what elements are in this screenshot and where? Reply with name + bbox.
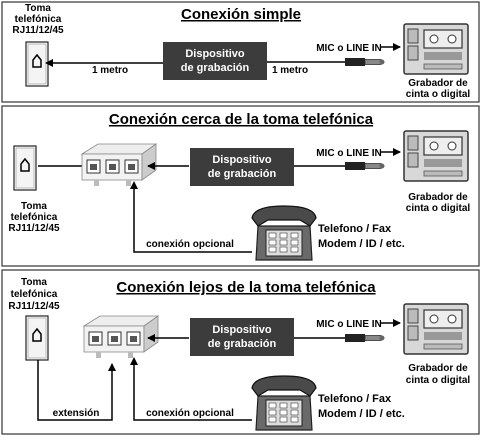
mic-label: MIC o LINE IN <box>316 148 382 159</box>
recorder-label-line2: cinta o digital <box>406 89 471 100</box>
jack-label-line2: telefónica <box>15 14 62 25</box>
device-label-line2: de grabación <box>181 62 250 74</box>
optional-cable-line <box>130 357 252 421</box>
section-border <box>1 269 480 435</box>
optional-cable-line <box>130 181 252 253</box>
section-simple: Conexión simple Toma telefónica RJ11/12/… <box>1 1 480 103</box>
recorder-label-line1: Grabador de <box>408 78 468 89</box>
optional-connection-label: conexión opcional <box>146 408 234 419</box>
splitter-icon <box>81 143 157 187</box>
mic-label: MIC o LINE IN <box>316 319 382 330</box>
wall-jack-icon <box>13 145 37 191</box>
right-cable-label: 1 metro <box>272 65 308 76</box>
jack-label-line1: Toma <box>25 3 51 14</box>
audio-plug-icon <box>344 333 385 343</box>
section-near-jack: Conexión cerca de la toma telefónica Tom… <box>1 105 480 267</box>
audio-plug-icon <box>344 57 385 67</box>
audio-plug-icon <box>344 161 385 171</box>
section-title: Conexión lejos de la toma telefónica <box>116 279 376 296</box>
phone-label-line1: Telefono / Fax <box>318 393 392 405</box>
jack-label-line3: RJ11/12/45 <box>8 223 60 234</box>
splitter-icon <box>83 315 159 359</box>
device-label-line2: de grabación <box>208 338 277 350</box>
recording-device-box <box>190 318 294 356</box>
phone-label-line2: Modem / ID / etc. <box>318 408 405 420</box>
phone-label-line2: Modem / ID / etc. <box>318 238 405 250</box>
recorder-icon <box>403 130 469 182</box>
left-cable-label: 1 metro <box>92 65 128 76</box>
jack-label-line1: Toma <box>21 277 47 288</box>
device-label-line2: de grabación <box>208 168 277 180</box>
jack-label-line2: telefónica <box>11 289 58 300</box>
recording-device-box <box>190 148 294 186</box>
jack-label-line3: RJ11/12/45 <box>12 25 64 36</box>
telephone-icon <box>251 375 317 431</box>
recording-device-box <box>163 42 267 80</box>
recorder-label-line2: cinta o digital <box>406 203 471 214</box>
device-label-line1: Dispositivo <box>212 154 272 166</box>
section-title: Conexión simple <box>181 6 301 23</box>
jack-label-line2: telefónica <box>11 212 58 223</box>
wall-jack-icon <box>25 315 49 361</box>
extension-cable-line <box>37 360 116 421</box>
phone-label-line1: Telefono / Fax <box>318 223 392 235</box>
recorder-label-line1: Grabador de <box>408 192 468 203</box>
section-title: Conexión cerca de la toma telefónica <box>109 111 374 128</box>
mic-label: MIC o LINE IN <box>316 43 382 54</box>
recorder-icon <box>403 303 469 355</box>
wall-jack-icon <box>25 41 49 87</box>
jack-label-line1: Toma <box>21 201 47 212</box>
extension-label: extensión <box>53 408 100 419</box>
device-label-line1: Dispositivo <box>212 324 272 336</box>
section-border <box>1 1 480 103</box>
recorder-label-line1: Grabador de <box>408 363 468 374</box>
device-label-line1: Dispositivo <box>185 48 245 60</box>
recorder-icon <box>403 23 469 75</box>
optional-connection-label: conexión opcional <box>146 239 234 250</box>
jack-label-line3: RJ11/12/45 <box>8 301 60 312</box>
section-far-jack: Conexión lejos de la toma telefónica Tom… <box>1 269 480 435</box>
section-border <box>1 105 480 267</box>
telephone-icon <box>251 205 317 261</box>
recorder-label-line2: cinta o digital <box>406 375 471 386</box>
